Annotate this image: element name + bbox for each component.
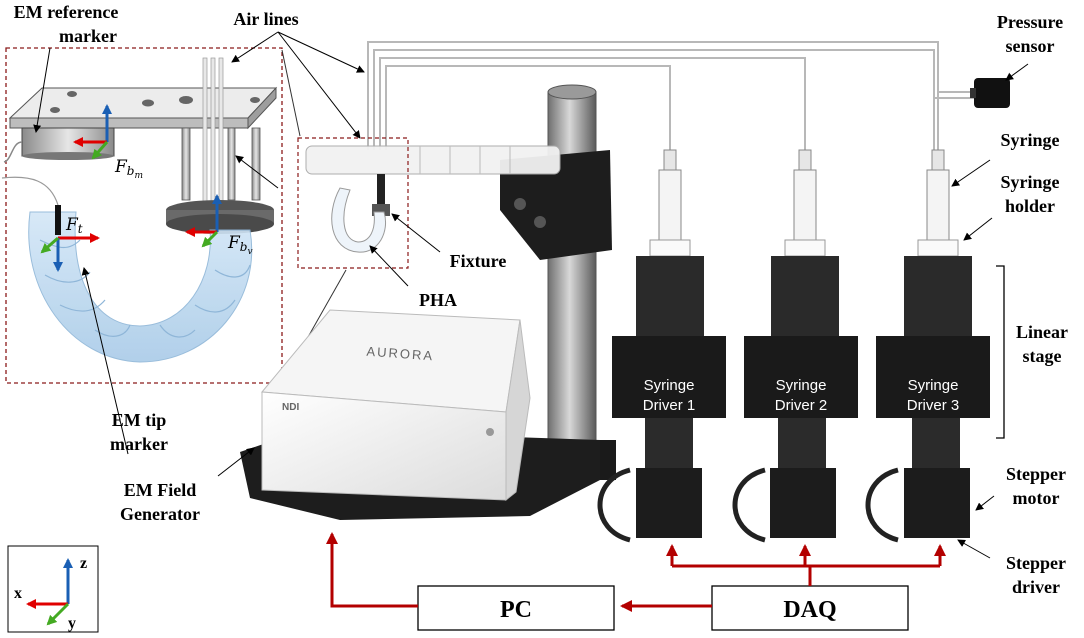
valve-base-disc	[166, 200, 274, 234]
driver-panel-2	[744, 336, 858, 418]
label-linear-stage-line2: stage	[1023, 346, 1062, 366]
label-em-tip-marker-line1: EM tip	[112, 410, 167, 430]
label-pressure-sensor-line1: Pressure	[997, 12, 1063, 32]
linear-stage-bracket	[996, 265, 1005, 439]
syringe-barrel-2	[793, 169, 817, 241]
clamp-block	[500, 150, 612, 260]
inset-detail: Fbm Fbv Ft	[1, 47, 283, 384]
frame-bv-label: Fbv	[227, 233, 253, 257]
label-pha: PHA	[419, 290, 457, 310]
inset-air-tubes	[202, 57, 224, 209]
stepper-motor-1	[636, 468, 702, 538]
pha-assembly	[297, 84, 616, 480]
pc-to-generator-arrow	[326, 532, 418, 608]
label-em-field-generator-line2: Generator	[120, 504, 200, 524]
inset-border	[5, 47, 283, 384]
plate-bolts	[50, 91, 260, 113]
linear-stage-2	[771, 256, 839, 336]
axis-z-label: z	[80, 555, 87, 572]
syringe-unit-1	[597, 149, 726, 543]
world-axes: z x y	[7, 545, 99, 633]
label-linear-stage-line1: Linear	[1016, 322, 1068, 342]
label-syringe-holder-line1: Syringe	[1000, 172, 1059, 192]
clear-arm	[305, 145, 561, 175]
syringe-driver-units: Syringe Driver 1 Syringe Driver 2 Syring…	[597, 149, 990, 543]
pressure-sensor	[970, 78, 1010, 108]
standoff-legs	[181, 127, 261, 201]
soft-arm	[1, 176, 253, 363]
driver-2-line2: Driver 2	[775, 397, 828, 414]
label-em-tip-marker-line2: marker	[110, 434, 168, 454]
pha-soft-arm	[331, 187, 386, 253]
fixture-post	[377, 174, 385, 212]
driver-3-line1: Syringe	[908, 377, 959, 394]
driver-2-line1: Syringe	[776, 377, 827, 394]
brand-maker: NDI	[282, 402, 299, 413]
driver-3-line2: Driver 3	[907, 397, 960, 414]
axis-y-label: y	[68, 615, 76, 632]
label-air-lines: Air lines	[233, 9, 298, 29]
syringe-unit-3	[865, 149, 990, 543]
label-pressure-sensor-line2: sensor	[1006, 36, 1055, 56]
label-stepper-driver-line1: Stepper	[1006, 553, 1066, 573]
stepper-motor-2	[770, 468, 836, 538]
daq-label: DAQ	[783, 597, 836, 623]
syringe-barrel-3	[926, 169, 950, 241]
pha-highlight-box	[297, 137, 409, 269]
leader-arrows	[33, 31, 1029, 559]
frame-bm-axes	[73, 104, 112, 160]
driver-1-line1: Syringe	[644, 377, 695, 394]
brand-device-name: AURORA	[366, 344, 435, 364]
driver-panel-1	[612, 336, 726, 418]
pc-label: PC	[500, 597, 532, 623]
pc-box	[417, 585, 615, 631]
syringe-unit-2	[732, 149, 858, 543]
label-stepper-motor-line2: motor	[1013, 488, 1060, 508]
linear-stage-3	[904, 256, 972, 336]
air-line-tubes	[367, 41, 980, 150]
label-em-reference-marker-line1: EM reference	[14, 2, 119, 22]
driver-1-line2: Driver 1	[643, 397, 696, 414]
label-em-reference-marker-line2: marker	[59, 26, 117, 46]
stepper-motor-3	[904, 468, 970, 538]
label-stepper-driver-line2: driver	[1012, 577, 1060, 597]
driver-panel-3	[876, 336, 990, 418]
syringe-barrel-1	[658, 169, 682, 241]
label-syringe: Syringe	[1000, 130, 1059, 150]
em-field-generator: AURORA NDI	[240, 309, 600, 520]
frame-bv-axes	[185, 194, 222, 248]
em-tip-sensor	[55, 205, 61, 235]
label-fixture: Fixture	[450, 251, 507, 271]
frame-t-axes	[40, 233, 100, 272]
em-reference-marker	[3, 127, 115, 163]
linear-stage-1	[636, 256, 704, 336]
label-em-field-generator-line1: EM Field	[124, 480, 197, 500]
frame-t-label: Ft	[65, 215, 83, 236]
label-stepper-motor-line1: Stepper	[1006, 464, 1066, 484]
label-syringe-holder-line2: holder	[1005, 196, 1055, 216]
signal-arrows	[326, 532, 946, 612]
axis-x-label: x	[14, 585, 22, 602]
frame-bm-label: Fbm	[114, 157, 143, 181]
